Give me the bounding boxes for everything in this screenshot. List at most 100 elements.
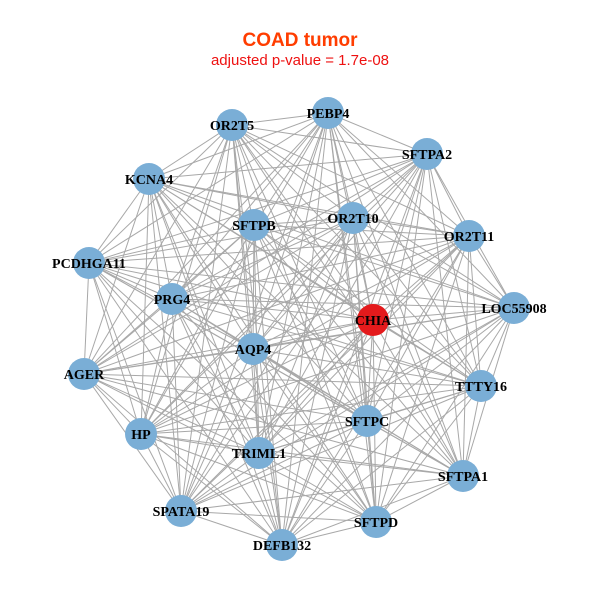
edge xyxy=(231,124,428,155)
edge xyxy=(83,319,374,375)
edge xyxy=(231,124,260,454)
node-aqp4[interactable]: AQP4 xyxy=(235,333,272,365)
node-sftpa2[interactable]: SFTPA2 xyxy=(402,138,452,170)
edge xyxy=(140,307,515,435)
node-circle[interactable] xyxy=(411,138,443,170)
node-circle[interactable] xyxy=(266,529,298,561)
edge xyxy=(140,153,428,435)
edge xyxy=(426,153,464,477)
edge xyxy=(258,235,470,454)
node-pcdhga11[interactable]: PCDHGA11 xyxy=(52,247,126,279)
edge xyxy=(83,373,283,546)
edge xyxy=(180,235,470,512)
node-circle[interactable] xyxy=(237,333,269,365)
node-sftpb[interactable]: SFTPB xyxy=(232,209,276,241)
node-circle[interactable] xyxy=(357,304,389,336)
node-or2t5[interactable]: OR2T5 xyxy=(210,109,254,141)
edge xyxy=(366,420,377,523)
node-or2t11[interactable]: OR2T11 xyxy=(444,220,495,252)
node-circle[interactable] xyxy=(360,506,392,538)
edge xyxy=(148,178,515,309)
edge xyxy=(372,153,428,321)
node-label: SFTPB xyxy=(232,219,276,234)
edge xyxy=(281,112,329,546)
node-circle[interactable] xyxy=(453,220,485,252)
edge xyxy=(83,235,470,375)
edge xyxy=(140,433,464,477)
chart-title: COAD tumor xyxy=(242,30,358,51)
edge xyxy=(258,420,368,454)
edge xyxy=(171,112,329,300)
edge xyxy=(258,319,374,454)
node-kcna4[interactable]: KCNA4 xyxy=(125,163,173,195)
node-chia[interactable]: CHIA xyxy=(355,304,392,336)
edge xyxy=(366,153,428,422)
edge xyxy=(140,433,283,546)
node-circle[interactable] xyxy=(351,405,383,437)
edge xyxy=(180,124,233,512)
node-circle[interactable] xyxy=(238,209,270,241)
node-label: SFTPA2 xyxy=(402,148,452,163)
node-loc55908[interactable]: LOC55908 xyxy=(481,292,547,324)
node-ttty16[interactable]: TTTY16 xyxy=(455,370,507,402)
node-sftpc[interactable]: SFTPC xyxy=(345,405,389,437)
edge xyxy=(140,433,260,454)
node-sftpa1[interactable]: SFTPA1 xyxy=(438,460,488,492)
edge xyxy=(253,224,464,477)
node-circle[interactable] xyxy=(68,358,100,390)
edge xyxy=(140,385,482,435)
edge xyxy=(231,124,470,237)
node-circle[interactable] xyxy=(312,97,344,129)
edge xyxy=(372,307,515,321)
node-defb132[interactable]: DEFB132 xyxy=(253,529,311,561)
edge xyxy=(148,178,260,454)
edge xyxy=(88,124,233,264)
node-or2t10[interactable]: OR2T10 xyxy=(327,202,379,234)
node-prg4[interactable]: PRG4 xyxy=(154,283,191,315)
node-circle[interactable] xyxy=(133,163,165,195)
node-circle[interactable] xyxy=(447,460,479,492)
edge xyxy=(253,153,428,226)
node-circle[interactable] xyxy=(216,109,248,141)
edge xyxy=(281,235,470,546)
edge xyxy=(180,452,260,512)
node-label: PCDHGA11 xyxy=(52,257,126,272)
node-circle[interactable] xyxy=(243,437,275,469)
node-label: TTTY16 xyxy=(455,380,507,395)
edge xyxy=(258,452,377,523)
edge xyxy=(253,217,354,226)
node-circle[interactable] xyxy=(125,418,157,450)
node-ager[interactable]: AGER xyxy=(64,358,105,390)
node-spata19[interactable]: SPATA19 xyxy=(153,495,210,527)
node-pebp4[interactable]: PEBP4 xyxy=(307,97,350,129)
edge xyxy=(258,452,464,477)
edge xyxy=(327,112,428,155)
edge xyxy=(281,420,368,546)
node-triml1[interactable]: TRIML1 xyxy=(232,437,286,469)
node-label: PEBP4 xyxy=(307,107,350,122)
edge xyxy=(148,178,254,350)
node-label: DEFB132 xyxy=(253,539,311,554)
node-circle[interactable] xyxy=(156,283,188,315)
node-label: AGER xyxy=(64,368,105,383)
node-label: OR2T10 xyxy=(327,212,378,227)
edge xyxy=(366,420,464,477)
edge xyxy=(88,262,374,321)
node-circle[interactable] xyxy=(465,370,497,402)
edge xyxy=(352,217,470,237)
edge xyxy=(83,348,254,375)
node-circle[interactable] xyxy=(73,247,105,279)
node-circle[interactable] xyxy=(337,202,369,234)
node-hp[interactable]: HP xyxy=(125,418,157,450)
edge xyxy=(252,348,260,454)
node-sftpd[interactable]: SFTPD xyxy=(354,506,398,538)
edge xyxy=(140,420,368,435)
node-circle[interactable] xyxy=(165,495,197,527)
edge xyxy=(462,235,470,477)
edge xyxy=(253,224,283,546)
edge xyxy=(372,319,482,387)
node-circle[interactable] xyxy=(498,292,530,324)
edge xyxy=(252,319,374,350)
edge xyxy=(366,235,470,422)
